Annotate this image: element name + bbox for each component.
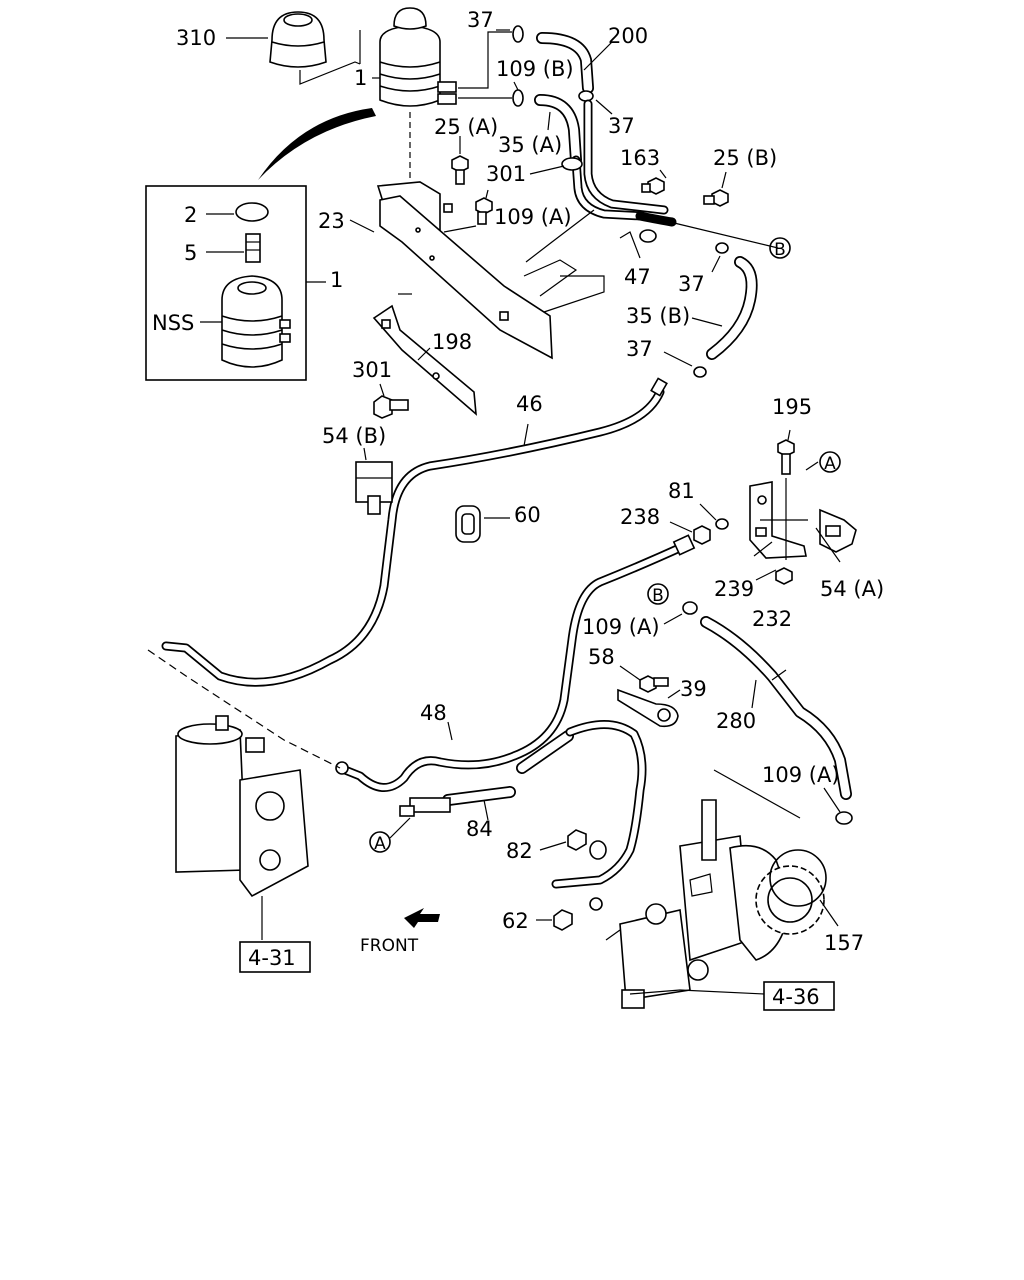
callout-200: 200 (608, 24, 648, 48)
reservoir-cap-310 (269, 11, 327, 68)
leader-310-link (299, 61, 361, 85)
bolt-301-lower (373, 395, 409, 419)
callout-37-b: 37 (608, 114, 635, 138)
bracket-23 (376, 181, 553, 360)
callout-62: 62 (502, 909, 529, 933)
callout-23: 23 (318, 209, 345, 233)
callout-25a: 25 (A) (434, 115, 498, 139)
callout-37-d: 37 (626, 337, 653, 361)
ref-label-4-31: 4-31 (248, 946, 296, 970)
callout-58: 58 (588, 645, 615, 669)
bracket-239 (749, 481, 807, 559)
callout-84: 84 (466, 817, 493, 841)
bracket-39 (617, 688, 679, 728)
callout-301-top: 301 (486, 162, 526, 186)
callout-47: 47 (624, 265, 651, 289)
tank-nss (221, 275, 291, 368)
callout-238: 238 (620, 505, 660, 529)
callout-163: 163 (620, 146, 660, 170)
ref-label-4-36: 4-36 (772, 985, 820, 1009)
exploded-view-box (145, 185, 307, 381)
nut-232 (775, 567, 793, 585)
bolt-195 (777, 439, 795, 475)
callout-nss: NSS (152, 311, 194, 335)
callout-310: 310 (176, 26, 216, 50)
callout-239: 239 (714, 577, 754, 601)
exploded-view-arrow (258, 108, 376, 180)
marker-b-mid: B (647, 583, 669, 606)
bolt-58 (639, 675, 669, 693)
marker-b-top: B (769, 237, 791, 260)
ref-box-4-31 (239, 941, 311, 973)
callout-109a-top: 109 (A) (494, 205, 572, 229)
nut-82 (567, 829, 587, 851)
reservoir-tank (379, 7, 457, 107)
svg-text:A: A (824, 454, 836, 474)
callout-1-box: 1 (330, 268, 343, 292)
callout-35a: 35 (A) (498, 133, 562, 157)
bolt-301-upper (475, 197, 493, 225)
marker-a-bottom: A (369, 831, 391, 854)
callout-5: 5 (184, 241, 197, 265)
filter-5 (245, 233, 261, 263)
bolt-25a (451, 155, 469, 185)
marker-a-top: A (819, 451, 841, 474)
svg-text:B: B (652, 586, 664, 606)
bracket-198 (372, 304, 477, 416)
callout-37-c: 37 (678, 272, 705, 296)
callout-60: 60 (514, 503, 541, 527)
svg-text:A: A (374, 834, 386, 854)
callout-37-a: 37 (467, 8, 494, 32)
callout-157: 157 (824, 931, 864, 955)
fitting-84 (399, 797, 451, 817)
steering-gear-box (175, 715, 309, 898)
callout-25b: 25 (B) (713, 146, 777, 170)
callout-81: 81 (668, 479, 695, 503)
callout-54b: 54 (B) (322, 424, 386, 448)
callout-232: 232 (752, 607, 792, 631)
callout-109a-mid: 109 (A) (582, 615, 660, 639)
callout-35b: 35 (B) (626, 304, 690, 328)
callout-2: 2 (184, 203, 197, 227)
ref-box-4-36 (763, 981, 835, 1011)
cap-2 (235, 202, 269, 222)
callout-54a: 54 (A) (820, 577, 884, 601)
power-steering-pump (619, 799, 825, 1009)
svg-text:B: B (774, 240, 786, 260)
callout-1-top: 1 (354, 66, 367, 90)
front-arrow (404, 908, 440, 928)
callout-195: 195 (772, 395, 812, 419)
callout-109b: 109 (B) (496, 57, 574, 81)
clip-54a (819, 508, 857, 553)
washer-81 (715, 518, 729, 530)
callout-109a-low: 109 (A) (762, 763, 840, 787)
clip-54b (355, 461, 393, 515)
nut-238 (693, 525, 711, 545)
callout-39: 39 (680, 677, 707, 701)
callout-280: 280 (716, 709, 756, 733)
callout-82: 82 (506, 839, 533, 863)
callout-48: 48 (420, 701, 447, 725)
bolt-25b (703, 189, 729, 207)
bolt-163 (641, 177, 665, 195)
callout-198: 198 (432, 330, 472, 354)
callout-301-low: 301 (352, 358, 392, 382)
nut-62 (553, 909, 573, 931)
callout-46: 46 (516, 392, 543, 416)
front-label: FRONT (360, 936, 419, 956)
grommet-60 (455, 505, 481, 543)
